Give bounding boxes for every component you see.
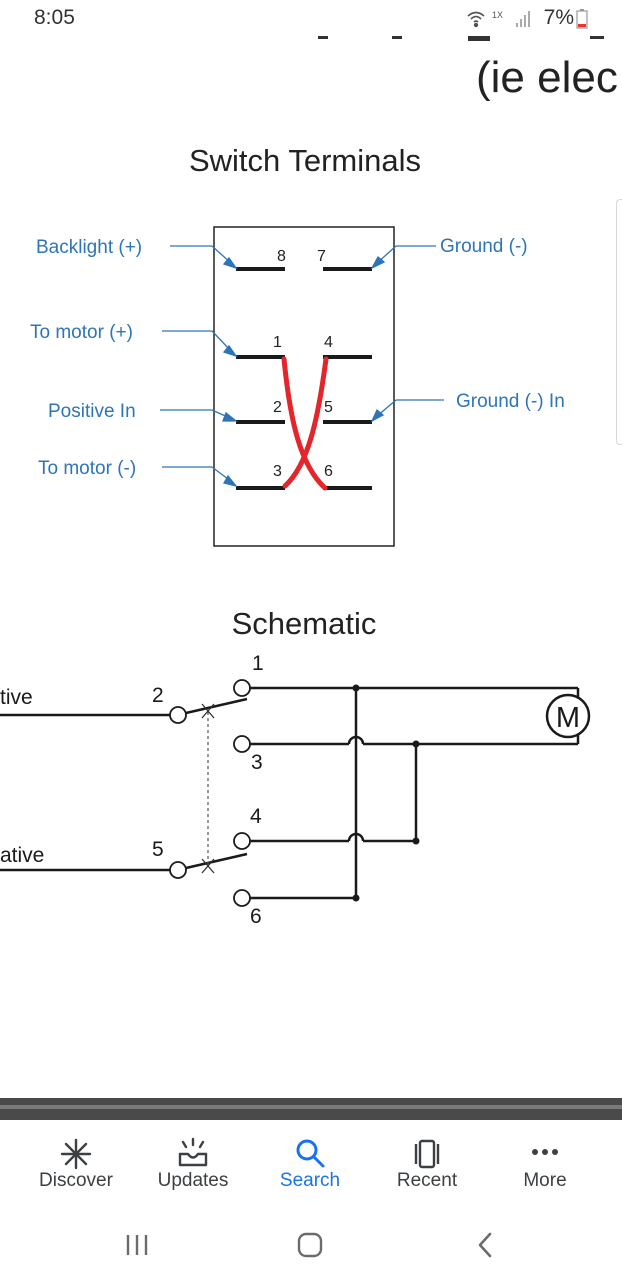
pin-number: 2 xyxy=(273,399,282,416)
nav-more[interactable]: More xyxy=(485,1120,605,1208)
asterisk-icon xyxy=(60,1138,92,1170)
schematic-number: 4 xyxy=(250,805,262,828)
schematic-number: 6 xyxy=(250,905,262,928)
pin-number: 3 xyxy=(273,463,282,480)
nav-discover[interactable]: Discover xyxy=(16,1120,136,1208)
status-bar: 8:05 1X 7% xyxy=(0,0,622,36)
crossover-wires xyxy=(281,356,329,491)
home-icon[interactable] xyxy=(280,1222,340,1266)
nav-label: Updates xyxy=(157,1170,229,1191)
label-ground-in: Ground (-) In xyxy=(456,391,565,412)
nav-search[interactable]: Search xyxy=(250,1120,370,1208)
schematic-lines xyxy=(0,686,580,900)
signal-icon xyxy=(516,11,530,27)
battery-icon xyxy=(576,9,588,29)
pin-number: 4 xyxy=(324,334,333,351)
pin-number: 5 xyxy=(324,399,333,416)
terminals-title: Switch Terminals xyxy=(189,143,421,178)
recent-apps-icon[interactable] xyxy=(107,1222,167,1266)
motor-symbol: M xyxy=(545,693,591,739)
updates-bell-icon xyxy=(178,1137,208,1167)
article-content[interactable]: (ie elec Switch Terminals 8 7 1 4 2 5 3 … xyxy=(0,36,622,1098)
label-backlight: Backlight (+) xyxy=(36,237,142,258)
schematic-label-negative: ative xyxy=(0,844,44,867)
switch-contacts xyxy=(169,679,251,907)
network-type: 1X xyxy=(492,10,503,20)
system-nav-bar xyxy=(0,1208,622,1279)
back-icon[interactable] xyxy=(455,1222,515,1266)
nav-recent[interactable]: Recent xyxy=(367,1120,487,1208)
label-to-motor-neg: To motor (-) xyxy=(38,458,136,479)
nav-updates[interactable]: Updates xyxy=(133,1120,253,1208)
bottom-nav: Discover Updates Search Recent xyxy=(0,1120,622,1209)
switch-box xyxy=(213,226,395,547)
more-dots-icon xyxy=(532,1149,558,1155)
pin-number: 1 xyxy=(273,334,282,351)
schematic-label-positive: tive xyxy=(0,686,33,709)
schematic-number: 2 xyxy=(152,684,164,707)
junction-dots xyxy=(352,684,420,902)
search-icon xyxy=(296,1139,325,1168)
schematic-title: Schematic xyxy=(232,606,377,641)
wiring-diagram: (ie elec Switch Terminals 8 7 1 4 2 5 3 … xyxy=(0,36,618,928)
leader-lines xyxy=(160,245,444,488)
schematic-number: 3 xyxy=(251,751,263,774)
status-time: 8:05 xyxy=(34,6,75,29)
label-ground: Ground (-) xyxy=(440,236,528,257)
schematic-number: 1 xyxy=(252,652,264,675)
nav-label: Search xyxy=(279,1170,341,1191)
top-cut-text: (ie elec xyxy=(476,53,618,102)
schematic-number: 5 xyxy=(152,838,164,861)
terminal-bars xyxy=(236,267,372,490)
pin-number: 8 xyxy=(277,248,286,265)
label-to-motor-pos: To motor (+) xyxy=(30,322,133,343)
pin-number: 7 xyxy=(317,248,326,265)
label-positive-in: Positive In xyxy=(48,401,136,422)
battery-percent: 7% xyxy=(543,6,574,29)
status-icons: 1X xyxy=(467,10,530,28)
side-panel-edge[interactable] xyxy=(616,199,622,445)
nav-label: More xyxy=(523,1170,567,1191)
nav-label: Recent xyxy=(396,1170,458,1191)
recent-cards-icon xyxy=(414,1139,440,1169)
linkage-crosses xyxy=(201,703,215,874)
nav-label: Discover xyxy=(39,1170,113,1191)
motor-letter: M xyxy=(556,702,580,734)
wifi-icon xyxy=(467,11,485,28)
pin-number: 6 xyxy=(324,463,333,480)
image-strip xyxy=(0,1098,622,1120)
